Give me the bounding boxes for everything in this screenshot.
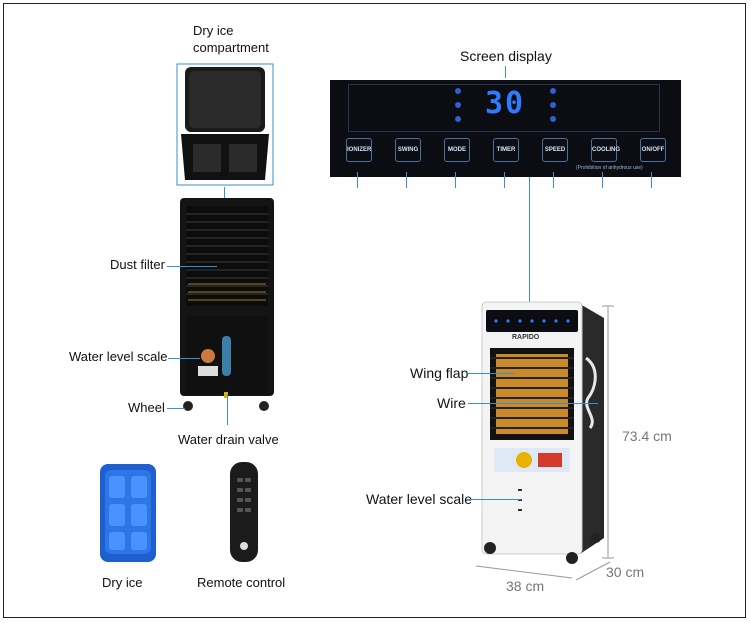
display-indicator-dot (455, 116, 461, 122)
speed-button[interactable]: SPEED (542, 138, 568, 162)
depth-dimension-label: 30 cm (606, 564, 645, 580)
cooling-button[interactable]: COOLING (591, 138, 620, 162)
remote-control-label: Remote control (197, 575, 286, 590)
display-indicator-dot (550, 116, 556, 122)
dry-ice-compartment-label: Dry ice compartment (193, 23, 269, 55)
cooler-front-view-image (481, 301, 604, 564)
ionizer-button[interactable]: IONIZER (346, 138, 372, 162)
dry-ice-compartment-image (176, 63, 274, 186)
swing-button[interactable]: SWING (395, 138, 421, 162)
image-frame (3, 3, 746, 618)
height-dimension-label: 73.4 cm (622, 428, 672, 444)
timer-button[interactable]: TIMER (493, 138, 519, 162)
dust-filter-label: Dust filter (110, 257, 165, 272)
display-indicator-dot (550, 88, 556, 94)
wheel-label: Wheel (128, 400, 165, 415)
width-dimension-label: 38 cm (506, 578, 545, 594)
control-panel: 30 IONIZER SWING MODE TIMER SPEED COOLIN… (330, 80, 681, 177)
display-indicator-dot (455, 88, 461, 94)
cooler-back-view-image (180, 198, 274, 411)
brand-logo: RAPIDO (512, 334, 540, 341)
temperature-display: 30 (485, 86, 526, 121)
on-off-button[interactable]: ON/OFF (640, 138, 666, 162)
panel-warning-text: (Prohibition of anhydrous use) (576, 165, 643, 171)
water-level-scale-left-label: Water level scale (69, 349, 168, 364)
wire-label: Wire (437, 395, 466, 411)
wing-flap-label: Wing flap (410, 365, 469, 381)
display-indicator-dot (455, 102, 461, 108)
dry-ice-label: Dry ice (102, 575, 143, 590)
water-drain-valve-label: Water drain valve (178, 432, 279, 447)
water-level-scale-right-label: Water level scale (366, 491, 473, 507)
screen-display-label: Screen display (460, 48, 552, 64)
display-indicator-dot (550, 102, 556, 108)
remote-control-image (230, 462, 258, 562)
dimension-lines (475, 305, 614, 581)
dry-ice-pack-image (100, 464, 156, 562)
mode-button[interactable]: MODE (444, 138, 470, 162)
